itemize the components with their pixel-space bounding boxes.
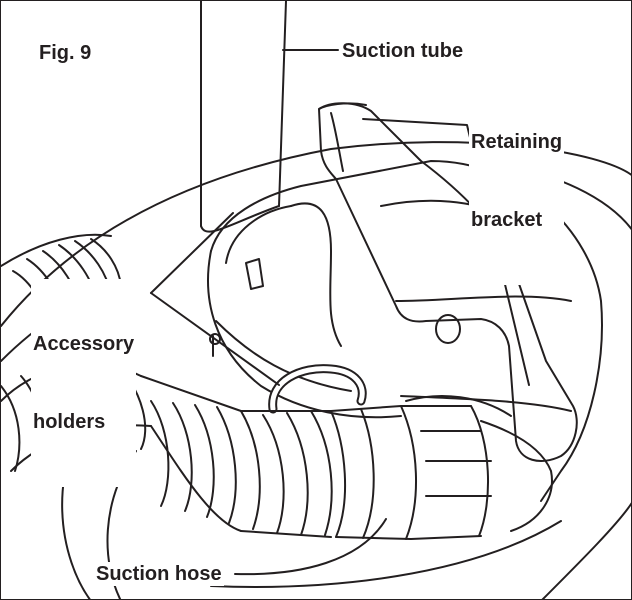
retaining-bracket: [318, 102, 578, 462]
callout-retaining-bracket: Retaining bracket: [469, 77, 565, 285]
callout-suction-hose: Suction hose: [94, 562, 224, 586]
leader-accessory-lower: [150, 292, 280, 386]
callout-suction-tube: Suction tube: [340, 39, 466, 63]
figure-label: Fig. 9: [39, 42, 92, 64]
leader-suction-hose: [234, 518, 387, 576]
leader-retaining-bracket: [362, 118, 530, 386]
callout-retaining-bracket-line1: Retaining: [471, 131, 563, 153]
drum-rim: [1, 141, 631, 599]
leader-accessory-upper: [150, 212, 234, 294]
leader-lines: [150, 49, 530, 576]
callout-accessory-holders-line2: holders: [33, 411, 106, 433]
callout-accessory-holders: Accessory holders: [31, 279, 137, 487]
callout-retaining-bracket-line2: bracket: [471, 209, 543, 231]
callout-accessory-holders-line1: Accessory: [33, 333, 135, 355]
suction-tube: [200, 1, 287, 233]
accessory-holder-loop: [268, 364, 367, 414]
hose-connector: [330, 395, 553, 540]
